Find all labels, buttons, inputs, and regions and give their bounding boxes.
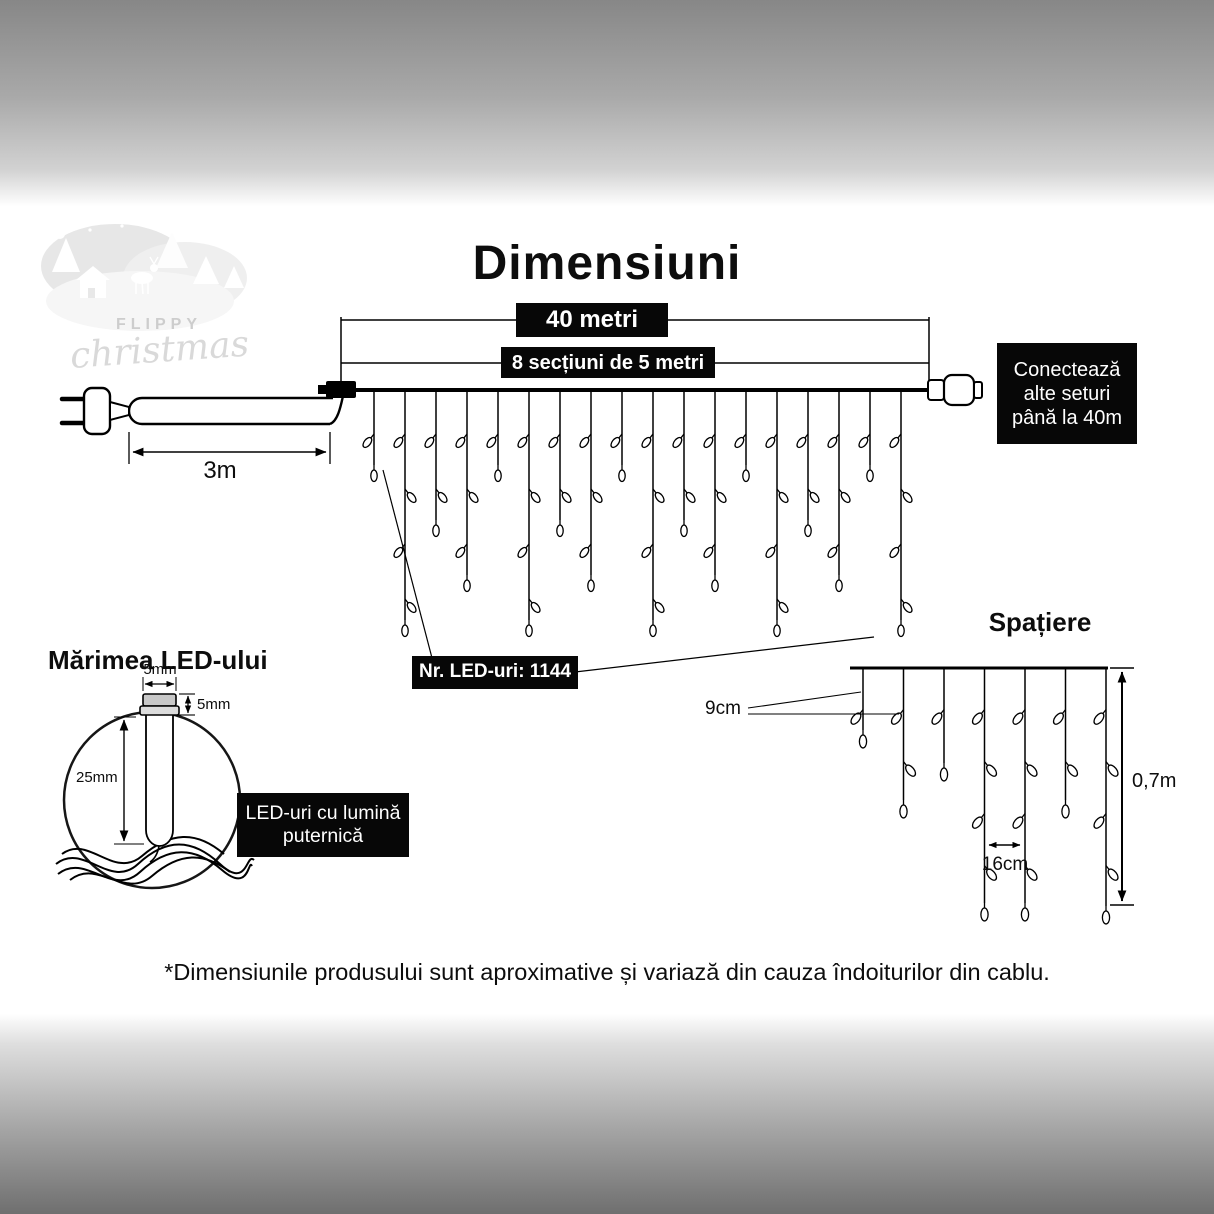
page-title: Dimensiuni <box>472 237 742 290</box>
dimension-3m <box>128 432 331 464</box>
drop-height-label: 0,7m <box>1132 770 1177 792</box>
spacing-heading: Spațiere <box>988 607 1092 637</box>
disclaimer-text: *Dimensiunile produsului sunt aproximati… <box>164 959 1050 985</box>
led-size-arrows <box>114 677 195 845</box>
drop-gap-label: 9cm <box>705 698 741 719</box>
led-size-heading: Mărimea LED-ului <box>48 645 268 675</box>
led-length-label: 25mm <box>76 769 118 786</box>
main-curtain <box>362 390 913 638</box>
lead-cable <box>122 395 345 426</box>
tree-icon <box>193 256 219 284</box>
spacing-curtain <box>850 668 1119 925</box>
led-bulb-diagram <box>139 693 180 863</box>
sections-label: 8 secțiuni de 5 metri <box>501 347 715 378</box>
total-length-label: 40 metri <box>516 303 668 337</box>
brand-logo-art <box>41 223 247 331</box>
led-note-label: LED-uri cu lumină puternică <box>237 793 409 857</box>
dimension-9cm-pointers <box>747 691 899 715</box>
led-width-label: 5mm <box>143 661 177 678</box>
led-count-label: Nr. LED-uri: 1144 <box>412 656 578 689</box>
tree-icon <box>224 266 244 288</box>
rope-cable <box>55 836 255 885</box>
tree-icon <box>156 232 188 268</box>
led-count-pointers <box>382 469 875 673</box>
adapter-icon <box>318 381 356 398</box>
tree-icon <box>52 238 80 272</box>
end-connector-icon <box>927 373 983 407</box>
dimension-07m <box>1110 667 1134 906</box>
led-cap-label: 5mm <box>197 696 231 713</box>
lead-length-label: 3m <box>203 457 237 484</box>
house-icon <box>76 266 110 298</box>
power-plug-icon <box>59 386 130 436</box>
connect-note-label: Conectează alte seturi până la 40m <box>997 343 1137 444</box>
led-gap-label: 16cm <box>981 854 1029 875</box>
deer-icon <box>131 256 159 295</box>
logo-brand-text: FLIPPY <box>116 316 203 333</box>
moon-icon <box>55 229 65 239</box>
